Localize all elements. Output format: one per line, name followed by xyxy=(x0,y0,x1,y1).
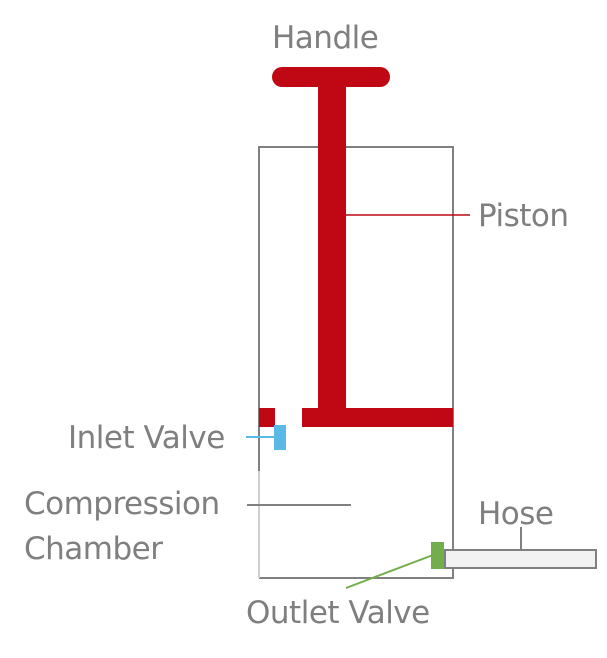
cylinder-wall xyxy=(258,146,454,579)
piston-rod xyxy=(318,80,346,410)
handle-bar xyxy=(272,67,390,87)
outlet-valve-label: Outlet Valve xyxy=(246,595,430,631)
piston-label: Piston xyxy=(478,198,569,234)
hose-label: Hose xyxy=(478,496,554,532)
piston-head-right xyxy=(302,408,453,427)
hose xyxy=(444,549,597,569)
inlet-valve-label: Inlet Valve xyxy=(68,420,225,456)
inlet-valve xyxy=(274,425,286,450)
handle-label: Handle xyxy=(272,20,379,56)
compression-chamber-label-2: Chamber xyxy=(24,531,163,567)
compression-chamber-label-1: Compression xyxy=(24,486,220,522)
outlet-valve xyxy=(431,542,444,569)
outlet-valve-leader xyxy=(345,554,434,589)
piston-head-left xyxy=(259,408,275,427)
